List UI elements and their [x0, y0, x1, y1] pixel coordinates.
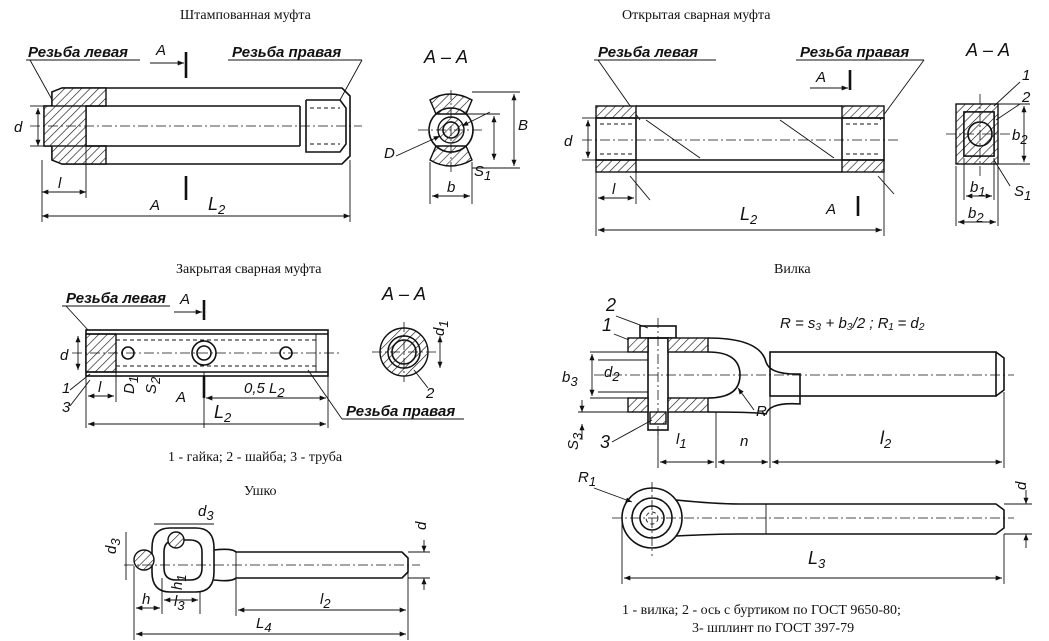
closed-dim-s2: S2 — [143, 376, 163, 394]
stamped-dim-b: b — [447, 179, 455, 196]
fork-legend-line1: 1 - вилка; 2 - ось с буртиком по ГОСТ 96… — [622, 603, 901, 618]
open-section-aa-title: А – А — [965, 40, 1010, 60]
fork-dim-b3: b3 — [562, 369, 578, 389]
fork-title: Вилка — [774, 262, 811, 277]
stamped-section-a-bottom: А — [149, 197, 160, 214]
open-dim-d: d — [564, 133, 573, 150]
closed-dim-L2: L2 — [214, 402, 232, 425]
closed-dim-half-L2: 0,5 L2 — [244, 380, 285, 400]
fork-dim-d2: d2 — [604, 364, 620, 384]
closed-welded-legend: 1 - гайка; 2 - шайба; 3 - труба — [168, 450, 343, 465]
stamped-dim-L2: L2 — [208, 194, 226, 217]
closed-section-a-bottom: А — [175, 389, 186, 406]
closed-dim-d1: d1 — [431, 320, 451, 336]
fork-dim-R: R — [756, 403, 767, 420]
closed-callout-1: 1 — [62, 380, 70, 397]
closed-section-aa-title: А – А — [381, 284, 426, 304]
stamped-section-aa-view — [418, 90, 484, 172]
closed-thread-left-label: Резьба левая — [66, 290, 166, 307]
eye-dim-h: h — [142, 591, 150, 608]
open-callout-1: 1 — [1022, 67, 1030, 84]
closed-dim-d: d — [60, 347, 69, 364]
eye-dim-d: d — [413, 521, 430, 530]
fork-dim-l2: l2 — [880, 428, 892, 451]
fork-dim-s3: S3 — [565, 432, 585, 450]
closed-section-aa-view — [372, 322, 436, 382]
open-dim-b1: b1 — [970, 179, 986, 199]
stamped-section-a-top: А — [155, 42, 166, 59]
stamped-section-aa-title: А – А — [423, 47, 468, 67]
stamped-thread-left-label: Резьба левая — [28, 44, 128, 61]
closed-section-a-top: А — [179, 291, 190, 308]
eye-dim-l3: l3 — [174, 593, 185, 613]
closed-welded-title: Закрытая сварная муфта — [176, 262, 322, 277]
fork-dim-L3: L3 — [808, 548, 826, 571]
fork-dim-n: n — [740, 433, 748, 450]
fork-drawing: Вилка R = s₃ + b₃/2 ; R₁ = d₂ 2 1 b3 d2 … — [562, 262, 1032, 636]
stamped-coupling-drawing: Штампованная муфта Резьба левая Резьба п… — [14, 8, 528, 222]
closed-callout-2: 2 — [425, 385, 435, 402]
stamped-dim-S1: S1 — [474, 163, 491, 183]
fork-formula: R = s₃ + b₃/2 ; R₁ = d₂ — [780, 315, 925, 332]
fork-legend-line2: 3- шплинт по ГОСТ 397-79 — [692, 621, 854, 636]
closed-dim-D1: D1 — [121, 376, 141, 394]
open-dim-S1: S1 — [1014, 183, 1031, 203]
open-section-a-top: А — [815, 69, 826, 86]
closed-welded-coupling-drawing: Закрытая сварная муфта Резьба левая А А … — [60, 262, 464, 465]
fork-dim-l1: l1 — [676, 431, 687, 451]
open-callout-2: 2 — [1021, 89, 1031, 106]
eye-title: Ушко — [244, 484, 277, 499]
eye-dim-d3-left: d3 — [103, 538, 123, 554]
open-dim-b2-right: b2 — [1012, 127, 1028, 147]
fork-dim-R1: R1 — [578, 469, 596, 489]
stamped-dim-d: d — [14, 119, 23, 136]
open-thread-right-label: Резьба правая — [800, 44, 909, 61]
open-dim-l: l — [612, 181, 616, 198]
fork-callout-1: 1 — [602, 315, 612, 335]
closed-callout-3: 3 — [62, 399, 71, 416]
open-section-aa-view — [946, 94, 1014, 176]
open-thread-left-label: Резьба левая — [598, 44, 698, 61]
open-welded-title: Открытая сварная муфта — [622, 8, 771, 23]
closed-dim-l: l — [98, 379, 102, 396]
open-dim-b2: b2 — [968, 205, 984, 225]
stamped-coupling-title: Штампованная муфта — [180, 8, 312, 23]
eye-dim-h1: h1 — [169, 574, 189, 590]
eye-drawing: Ушко d3 d3 h1 h l3 l2 L4 d — [103, 484, 430, 640]
fork-callout-2: 2 — [605, 295, 616, 315]
eye-dim-l2: l2 — [320, 591, 331, 611]
stamped-thread-right-label: Резьба правая — [232, 44, 341, 61]
stamped-dim-B: B — [518, 117, 528, 134]
closed-thread-right-label: Резьба правая — [346, 403, 455, 420]
stamped-dim-l: l — [58, 175, 62, 192]
open-section-a-bottom: А — [825, 201, 836, 218]
open-dim-L2: L2 — [740, 204, 758, 227]
fork-callout-3: 3 — [600, 432, 610, 452]
eye-dim-L4: L4 — [256, 615, 272, 635]
eye-dim-d3: d3 — [198, 503, 214, 523]
fork-dim-d: d — [1013, 481, 1030, 490]
open-welded-coupling-drawing: Открытая сварная муфта Резьба левая Резь… — [564, 8, 1031, 236]
stamped-dim-D: D — [384, 145, 395, 162]
